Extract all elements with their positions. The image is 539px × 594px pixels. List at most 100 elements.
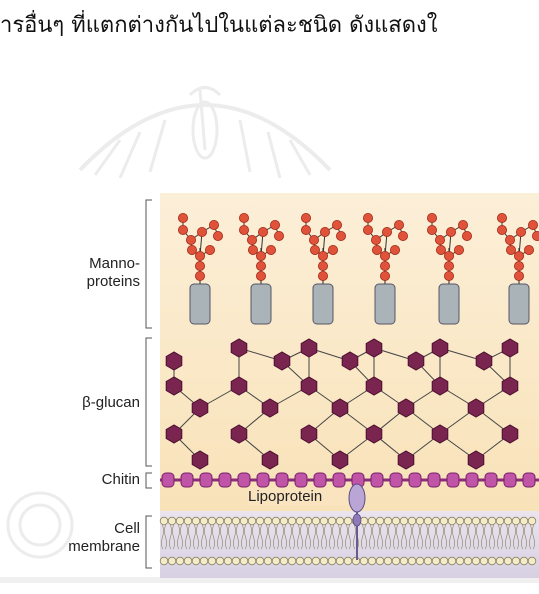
- glucose-unit: [432, 339, 448, 357]
- mannose-unit: [363, 225, 372, 234]
- mannose-unit: [266, 245, 275, 254]
- lipid-head: [512, 557, 520, 565]
- mannose-unit: [197, 227, 206, 236]
- glucose-unit: [468, 451, 484, 469]
- label-lipoprotein: Lipoprotein: [248, 488, 348, 506]
- glucose-unit: [502, 377, 518, 395]
- glucose-unit: [476, 352, 492, 370]
- lipid-head: [336, 517, 344, 525]
- bracket-chitin: [146, 473, 152, 488]
- label-cell-membrane-line1: Cell: [40, 520, 140, 538]
- lipid-head: [256, 517, 264, 525]
- glucose-unit: [262, 451, 278, 469]
- mannose-unit: [505, 235, 514, 244]
- lipid-head: [168, 557, 176, 565]
- mannose-unit: [318, 271, 327, 280]
- glucose-unit: [231, 425, 247, 443]
- lipid-head: [416, 557, 424, 565]
- lipid-head: [280, 557, 288, 565]
- lipid-head: [200, 517, 208, 525]
- mannose-unit: [256, 271, 265, 280]
- lipid-head: [464, 557, 472, 565]
- mannose-unit: [332, 220, 341, 229]
- lipid-head: [312, 557, 320, 565]
- mannose-unit: [301, 225, 310, 234]
- lipid-head: [432, 557, 440, 565]
- lipid-head: [264, 557, 272, 565]
- mannose-unit: [380, 251, 389, 260]
- lipid-head: [448, 517, 456, 525]
- mannose-unit: [239, 225, 248, 234]
- glucose-unit: [301, 425, 317, 443]
- lipid-head: [184, 517, 192, 525]
- lipid-head: [192, 517, 200, 525]
- mannose-unit: [274, 231, 283, 240]
- lipid-head: [488, 557, 496, 565]
- mannose-unit: [516, 227, 525, 236]
- lipid-head: [496, 517, 504, 525]
- lipid-head: [176, 517, 184, 525]
- chitin-unit: [485, 473, 497, 487]
- label-mannoproteins-line2: proteins: [40, 273, 140, 291]
- lipid-head: [400, 557, 408, 565]
- bracket-mannoproteins: [146, 200, 152, 328]
- lipid-head: [440, 557, 448, 565]
- chitin-unit: [295, 473, 307, 487]
- lipid-head: [216, 557, 224, 565]
- mannose-unit: [444, 271, 453, 280]
- lipid-head: [344, 557, 352, 565]
- mannose-unit: [436, 245, 445, 254]
- glucose-unit: [502, 425, 518, 443]
- mannose-unit: [195, 251, 204, 260]
- lipid-head: [504, 557, 512, 565]
- mannose-unit: [256, 251, 265, 260]
- lipid-head: [408, 517, 416, 525]
- glucose-unit: [366, 339, 382, 357]
- lipid-head: [176, 557, 184, 565]
- lipid-head: [368, 557, 376, 565]
- glucose-unit: [468, 399, 484, 417]
- mannose-unit: [186, 235, 195, 244]
- mannose-unit: [514, 261, 523, 270]
- lipid-head: [528, 517, 536, 525]
- chitin-unit: [466, 473, 478, 487]
- lipid-head: [168, 517, 176, 525]
- lipid-head: [392, 517, 400, 525]
- glucose-unit: [301, 339, 317, 357]
- chitin-unit: [162, 473, 174, 487]
- lipid-head: [480, 517, 488, 525]
- glucose-unit: [366, 377, 382, 395]
- lipid-head: [224, 557, 232, 565]
- lipid-head: [336, 557, 344, 565]
- lipid-head: [488, 517, 496, 525]
- bracket-cell-membrane: [146, 516, 152, 568]
- glucose-unit: [408, 352, 424, 370]
- lipid-head: [160, 557, 168, 565]
- lipid-head: [200, 557, 208, 565]
- glucose-unit: [502, 339, 518, 357]
- mannose-unit: [382, 227, 391, 236]
- lipid-head: [264, 517, 272, 525]
- mannose-unit: [178, 213, 187, 222]
- lipid-head: [456, 517, 464, 525]
- chitin-unit: [371, 473, 383, 487]
- mannose-unit: [380, 271, 389, 280]
- lipid-head: [208, 557, 216, 565]
- lipid-head: [320, 517, 328, 525]
- lipid-head: [272, 517, 280, 525]
- mannose-unit: [444, 261, 453, 270]
- bracket-beta-glucan: [146, 338, 152, 466]
- label-mannoproteins: Manno- proteins: [40, 255, 140, 291]
- protein-body: [251, 284, 271, 324]
- lipid-head: [296, 517, 304, 525]
- mannose-unit: [462, 231, 471, 240]
- glucose-unit: [398, 451, 414, 469]
- lipid-head: [232, 517, 240, 525]
- lipid-head: [464, 517, 472, 525]
- lipid-head: [400, 517, 408, 525]
- mannose-unit: [398, 231, 407, 240]
- mannose-unit: [380, 261, 389, 270]
- lipoprotein-anchor: [353, 514, 361, 526]
- mannose-unit: [318, 251, 327, 260]
